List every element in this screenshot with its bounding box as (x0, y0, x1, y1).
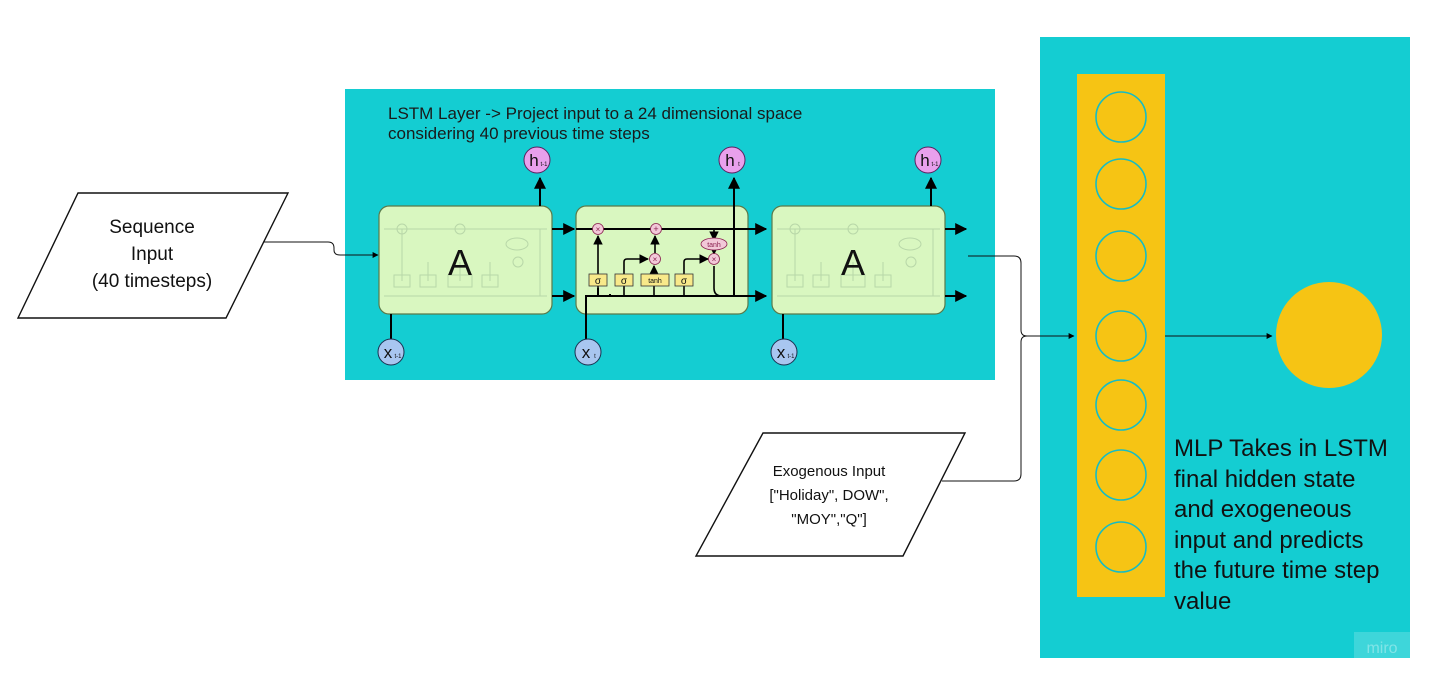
input-node-label: x (582, 343, 591, 362)
output-node-subscript: t (738, 162, 740, 168)
tanh-op: tanh (707, 242, 721, 249)
exogenous-input-shape (694, 432, 967, 557)
mlp-neuron (1095, 91, 1147, 143)
input-node-subscript: t-1 (394, 354, 402, 360)
input-node-xt-1-left: x t-1 (377, 338, 405, 366)
mlp-caption-line: input and predicts (1174, 526, 1364, 554)
lstm-cell-left: A (378, 205, 553, 315)
output-node-label: h (920, 151, 929, 170)
lstm-cell-right: A (771, 205, 946, 315)
output-gate (674, 273, 694, 287)
forget-gate (588, 273, 608, 287)
exogenous-input-line: ["Holiday", DOW", (769, 487, 889, 504)
output-gate-label: σ (681, 276, 688, 287)
sequence-input-line: Input (130, 244, 174, 265)
exogenous-to-mlp-connector (942, 335, 1028, 482)
add-op: + (653, 224, 658, 234)
sequence-input-shape (16, 192, 290, 319)
output-node-subscript: t-1 (931, 162, 939, 168)
mlp-neuron (1095, 230, 1147, 282)
mlp-neuron (1095, 521, 1147, 573)
output-node-ht: h t (718, 146, 746, 174)
output-node-label: h (725, 151, 734, 170)
sequence-to-lstm-connector (263, 241, 379, 258)
output-node-label: h (529, 151, 538, 170)
lstm-to-mlp-connector (968, 255, 1075, 339)
input-gate-label: σ (621, 276, 628, 287)
input-node-subscript: t-1 (787, 354, 795, 360)
input-gate (614, 273, 634, 287)
mlp-caption-line: and exogeneous (1174, 496, 1352, 523)
mlp-output-neuron (1276, 282, 1382, 388)
candidate-gate (640, 273, 670, 287)
mlp-neuron (1095, 449, 1147, 501)
sequence-input-label: Sequence Input (40 timesteps) (70, 214, 234, 295)
input-node-xt-1-right: x t-1 (770, 338, 798, 366)
mlp-neuron (1095, 379, 1147, 431)
output-node-subscript: t-1 (540, 162, 548, 168)
exogenous-input-label: Exogenous Input ["Holiday", DOW", "MOY",… (745, 460, 913, 532)
mlp-caption-line: the future time step (1174, 557, 1380, 584)
lstm-title-line-1: LSTM Layer -> Project input to a 24 dime… (388, 104, 803, 123)
input-node-subscript: t (594, 354, 596, 360)
mlp-caption: MLP Takes in LSTM final hidden state and… (1174, 434, 1414, 617)
sequence-input-line: (40 timesteps) (91, 271, 213, 292)
watermark: miro (1354, 632, 1410, 658)
input-node-xt: x t (574, 338, 602, 366)
mlp-neurons (1095, 91, 1147, 573)
exogenous-input-line: "MOY","Q"] (791, 511, 867, 528)
output-node-ht-1-left: h t-1 (523, 146, 551, 174)
candidate-gate-label: tanh (648, 278, 662, 285)
input-node-label: x (777, 343, 786, 362)
mlp-caption-line: MLP Takes in LSTM (1174, 435, 1388, 462)
mlp-caption-line: final hidden state (1174, 465, 1356, 493)
multiply-op-forget: × (596, 225, 601, 234)
multiply-op-output: × (712, 255, 717, 264)
multiply-op-input: × (653, 255, 658, 264)
lstm-cell-right-label: A (841, 242, 865, 283)
sequence-input-line: Sequence (109, 217, 195, 238)
input-node-label: x (384, 343, 393, 362)
mlp-neuron (1095, 158, 1147, 210)
mlp-hidden-layer (1077, 74, 1165, 597)
lstm-cell-center: σ σ tanh σ × + × × tanh (575, 176, 768, 340)
lstm-title-line-2: considering 40 previous time steps (388, 124, 650, 143)
exogenous-input-line: Exogenous Input (772, 463, 886, 480)
output-node-ht-1-right: h t-1 (914, 146, 942, 174)
lstm-cell-left-label: A (448, 242, 472, 283)
mlp-neuron (1095, 310, 1147, 362)
mlp-caption-line: value (1174, 587, 1232, 615)
lstm-layer-title: LSTM Layer -> Project input to a 24 dime… (388, 104, 908, 144)
forget-gate-label: σ (595, 276, 602, 287)
